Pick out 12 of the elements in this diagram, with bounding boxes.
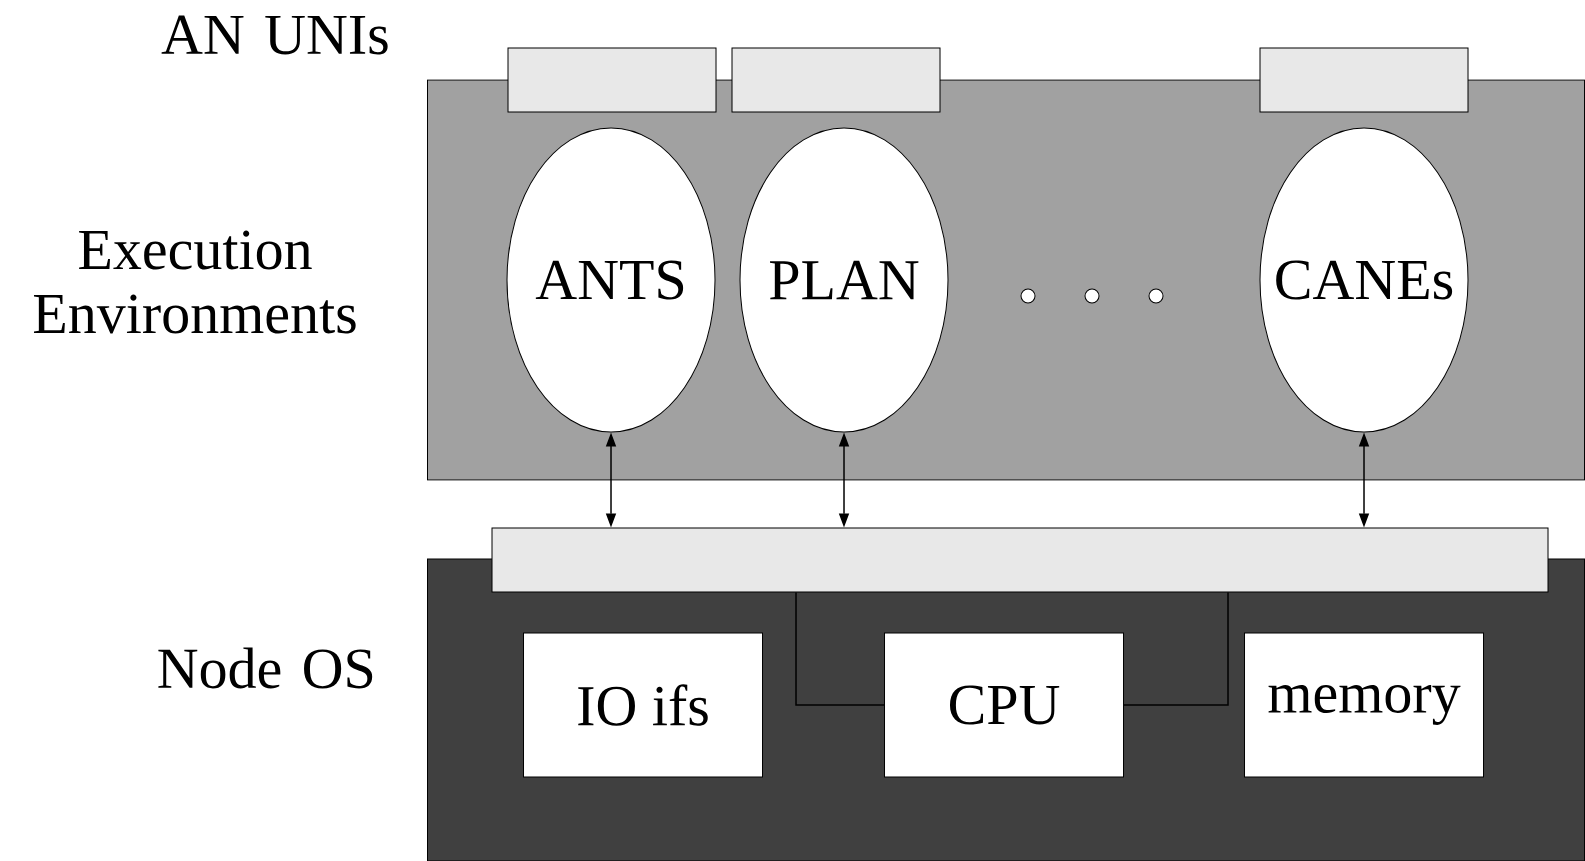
component-box: CPU (884, 632, 1124, 778)
bus-bar (491, 527, 1549, 593)
interface-box (1259, 47, 1469, 113)
side-label: AN UNIs (161, 15, 388, 55)
interface-box (731, 47, 941, 113)
connector-line (795, 591, 885, 706)
component-box: IO ifs (523, 632, 763, 778)
side-label: Node OS (158, 647, 373, 689)
component-box: memory (1244, 632, 1484, 778)
side-label: Execution Environments (34, 230, 356, 334)
interface-box (507, 47, 717, 113)
connector-line (1123, 591, 1229, 706)
